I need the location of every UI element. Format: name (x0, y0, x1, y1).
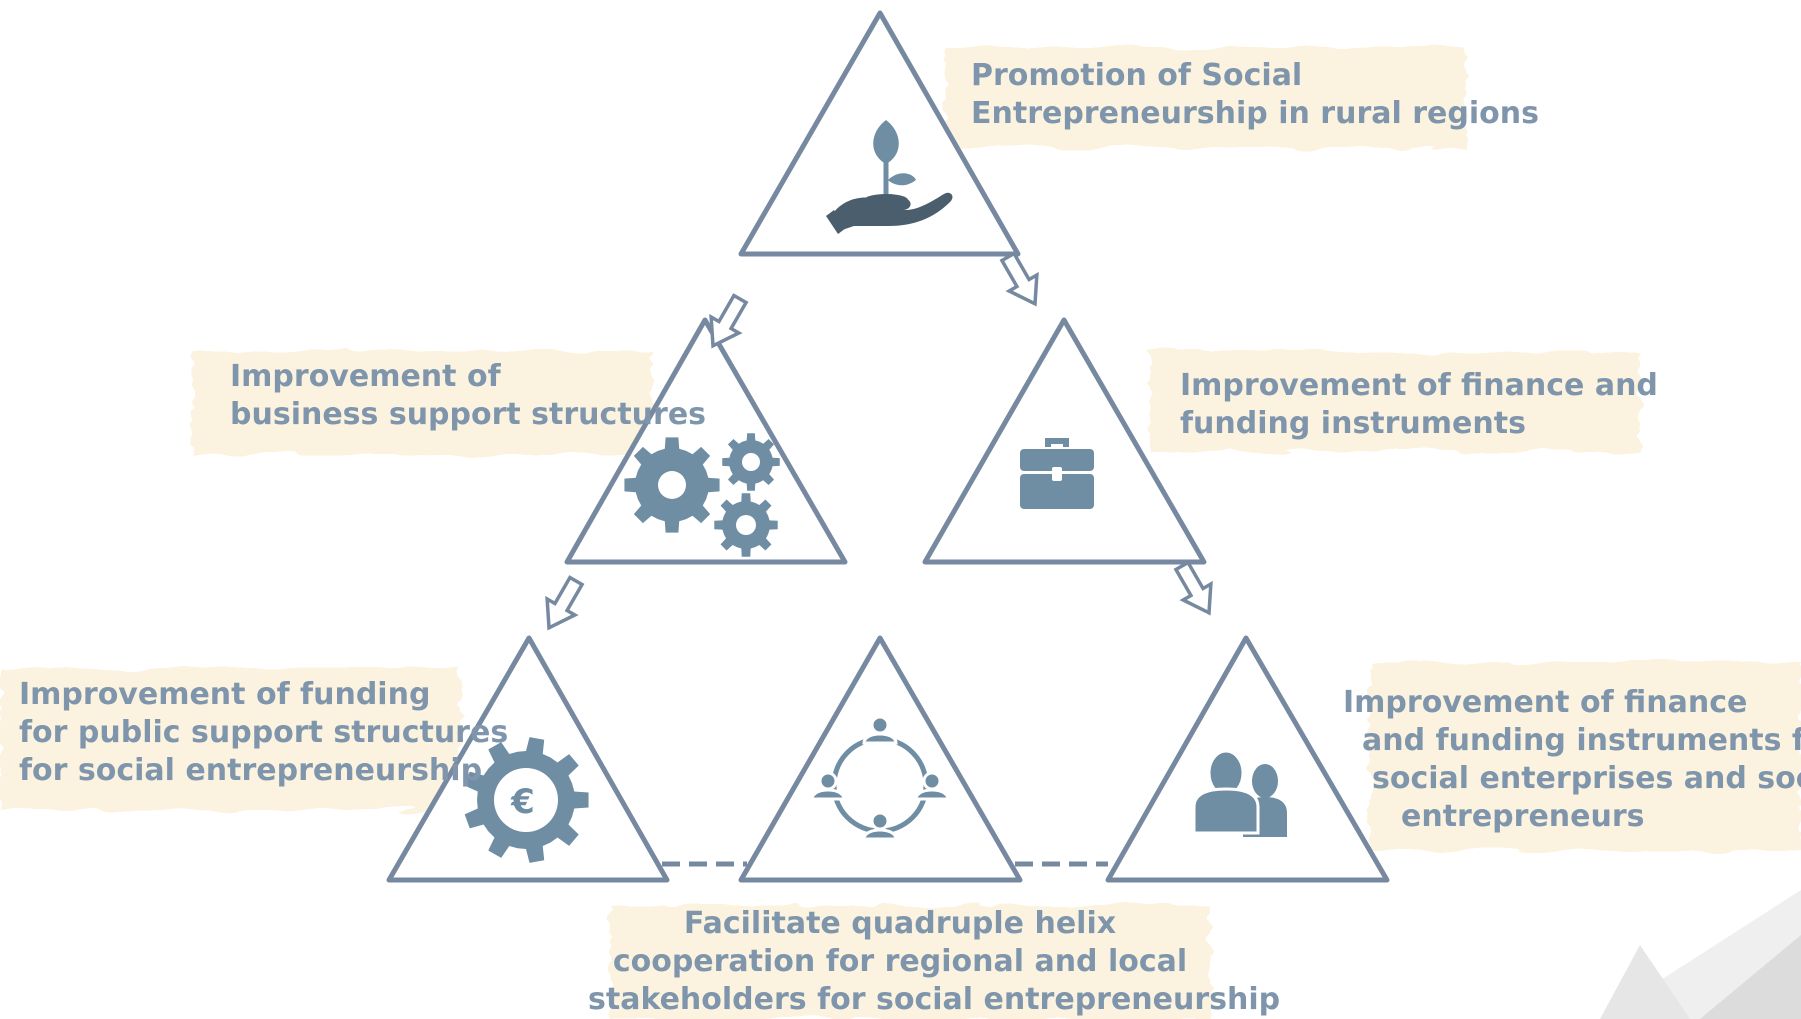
triangle-bottom-center (738, 635, 1023, 883)
label-bottom-left-line-2: for public support structures (19, 715, 509, 750)
euro-gear-icon: € (464, 737, 589, 863)
label-middle-left-line-1: Improvement of (230, 359, 501, 394)
highlight-middle-right (1150, 352, 1640, 452)
highlight-bottom-center (610, 905, 1210, 1019)
label-middle-left-line-2: business support structures (230, 397, 707, 432)
label-bottom-left: Improvement of funding for public suppor… (19, 676, 508, 790)
label-middle-right-line-1: Improvement of finance and (1180, 368, 1658, 403)
highlight-middle-left (192, 350, 652, 455)
briefcase-icon (1020, 438, 1094, 509)
highlight-bottom-right (1370, 662, 1801, 850)
label-middle-right: Improvement of finance and funding instr… (1180, 367, 1658, 443)
label-bottom-right-line-4: entrepreneurs (1401, 799, 1645, 834)
highlight-bottom-left (0, 668, 460, 810)
gear-euro-icon (464, 737, 589, 863)
arrow-top-to-middle-left (709, 293, 749, 349)
page-curl-decoration (1600, 890, 1801, 1019)
label-bottom-left-line-1: Improvement of funding (19, 677, 431, 712)
plant-in-hand-icon (826, 120, 953, 234)
label-top: Promotion of Social Entrepreneurship in … (971, 57, 1539, 133)
label-bottom-center-line-3: stakeholders for social entrepreneurship (588, 982, 1281, 1017)
gear-small-icon (714, 493, 778, 557)
gear-large-icon (624, 437, 720, 533)
gear-small-icon (722, 433, 780, 491)
label-bottom-center-line-1: Facilitate quadruple helix (683, 906, 1117, 941)
label-top-line-1: Promotion of Social (971, 58, 1303, 93)
label-bottom-right-line-1: Improvement of finance (1343, 685, 1748, 720)
two-people-icon (1192, 749, 1287, 837)
people-network-icon (810, 715, 950, 841)
arrow-middle-left-to-bottom-left (545, 575, 585, 631)
arrow-middle-right-to-bottom-right (1173, 560, 1213, 616)
triangle-middle-left (564, 317, 848, 565)
highlight-top (945, 48, 1465, 148)
label-bottom-right-line-3: social enterprises and social (1372, 761, 1801, 796)
label-middle-left: Improvement of business support structur… (230, 358, 706, 434)
label-bottom-left-line-3: for social entrepreneurship (19, 753, 483, 788)
label-bottom-right-line-2: and funding instruments for (1362, 723, 1801, 758)
svg-text:€: € (510, 782, 535, 822)
gears-icon (624, 433, 780, 557)
label-bottom-center: Facilitate quadruple helix cooperation f… (588, 905, 1281, 1019)
triangle-bottom-right (1105, 635, 1390, 883)
arrow-top-to-middle-right (999, 251, 1039, 307)
label-middle-right-line-2: funding instruments (1180, 406, 1526, 441)
label-top-line-2: Entrepreneurship in rural regions (971, 96, 1539, 131)
label-bottom-right: Improvement of finance and funding instr… (1343, 684, 1801, 836)
label-highlights (0, 48, 1801, 1019)
label-bottom-center-line-2: cooperation for regional and local (612, 944, 1188, 979)
